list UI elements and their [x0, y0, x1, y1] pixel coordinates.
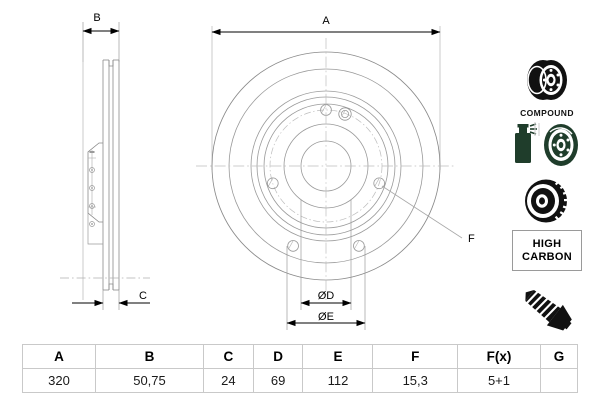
side-view-group: B [60, 12, 150, 310]
table-value-e: 112 [302, 368, 374, 393]
high-carbon-box: HIGH CARBON [511, 230, 583, 272]
disc-hat-profile [87, 142, 103, 223]
table-header-fx: F(x) [457, 344, 541, 369]
table-value-b: 50,75 [95, 368, 204, 393]
badge-high-carbon: HIGH CARBON [498, 230, 596, 272]
badge-vented [498, 177, 596, 229]
table-value-g [539, 368, 579, 393]
badge-screw [498, 283, 596, 340]
table-value-d: 69 [252, 368, 304, 393]
badge-compound-caption: COMPOUND [520, 108, 574, 118]
table-value-row: 320 50,75 24 69 112 15,3 5+1 [21, 368, 579, 393]
table-header-c: C [202, 344, 254, 369]
table-header-a: A [21, 344, 97, 369]
badge-coated [498, 120, 596, 173]
front-view-group: A [196, 15, 475, 330]
badge-compound: COMPOUND [498, 58, 596, 118]
feature-badge-column: COMPOUND [498, 58, 596, 348]
dimension-label-dia-d: ØD [318, 290, 335, 302]
table-header-b: B [95, 344, 204, 369]
table-value-c: 24 [202, 368, 254, 393]
table-header-g: G [539, 344, 579, 369]
specification-table: A B C D E F F(x) G 320 50,75 24 69 112 1… [21, 344, 579, 393]
dimension-label-dia-e: ØE [318, 311, 334, 323]
locating-pin-hole [338, 107, 352, 121]
dimension-label-a: A [322, 15, 330, 27]
vented-disc-icon [525, 177, 569, 223]
table-value-f: 15,3 [372, 368, 459, 393]
leader-line-f [381, 185, 463, 239]
side-view-bolt-holes [89, 151, 95, 227]
table-header-f: F [372, 344, 459, 369]
table-header-row: A B C D E F F(x) G [21, 344, 579, 369]
compound-disc-icon [527, 60, 567, 100]
table-header-d: D [252, 344, 304, 369]
dimension-label-f: F [468, 233, 475, 245]
table-value-a: 320 [21, 368, 97, 393]
dimension-label-b: B [93, 12, 100, 24]
table-header-e: E [302, 344, 374, 369]
coated-disc-icon [515, 122, 578, 166]
table-value-fx: 5+1 [457, 368, 541, 393]
screw-icon [525, 289, 572, 331]
dimension-label-c: C [139, 290, 147, 302]
high-carbon-line2: CARBON [521, 250, 573, 263]
high-carbon-line1: HIGH [532, 238, 562, 250]
